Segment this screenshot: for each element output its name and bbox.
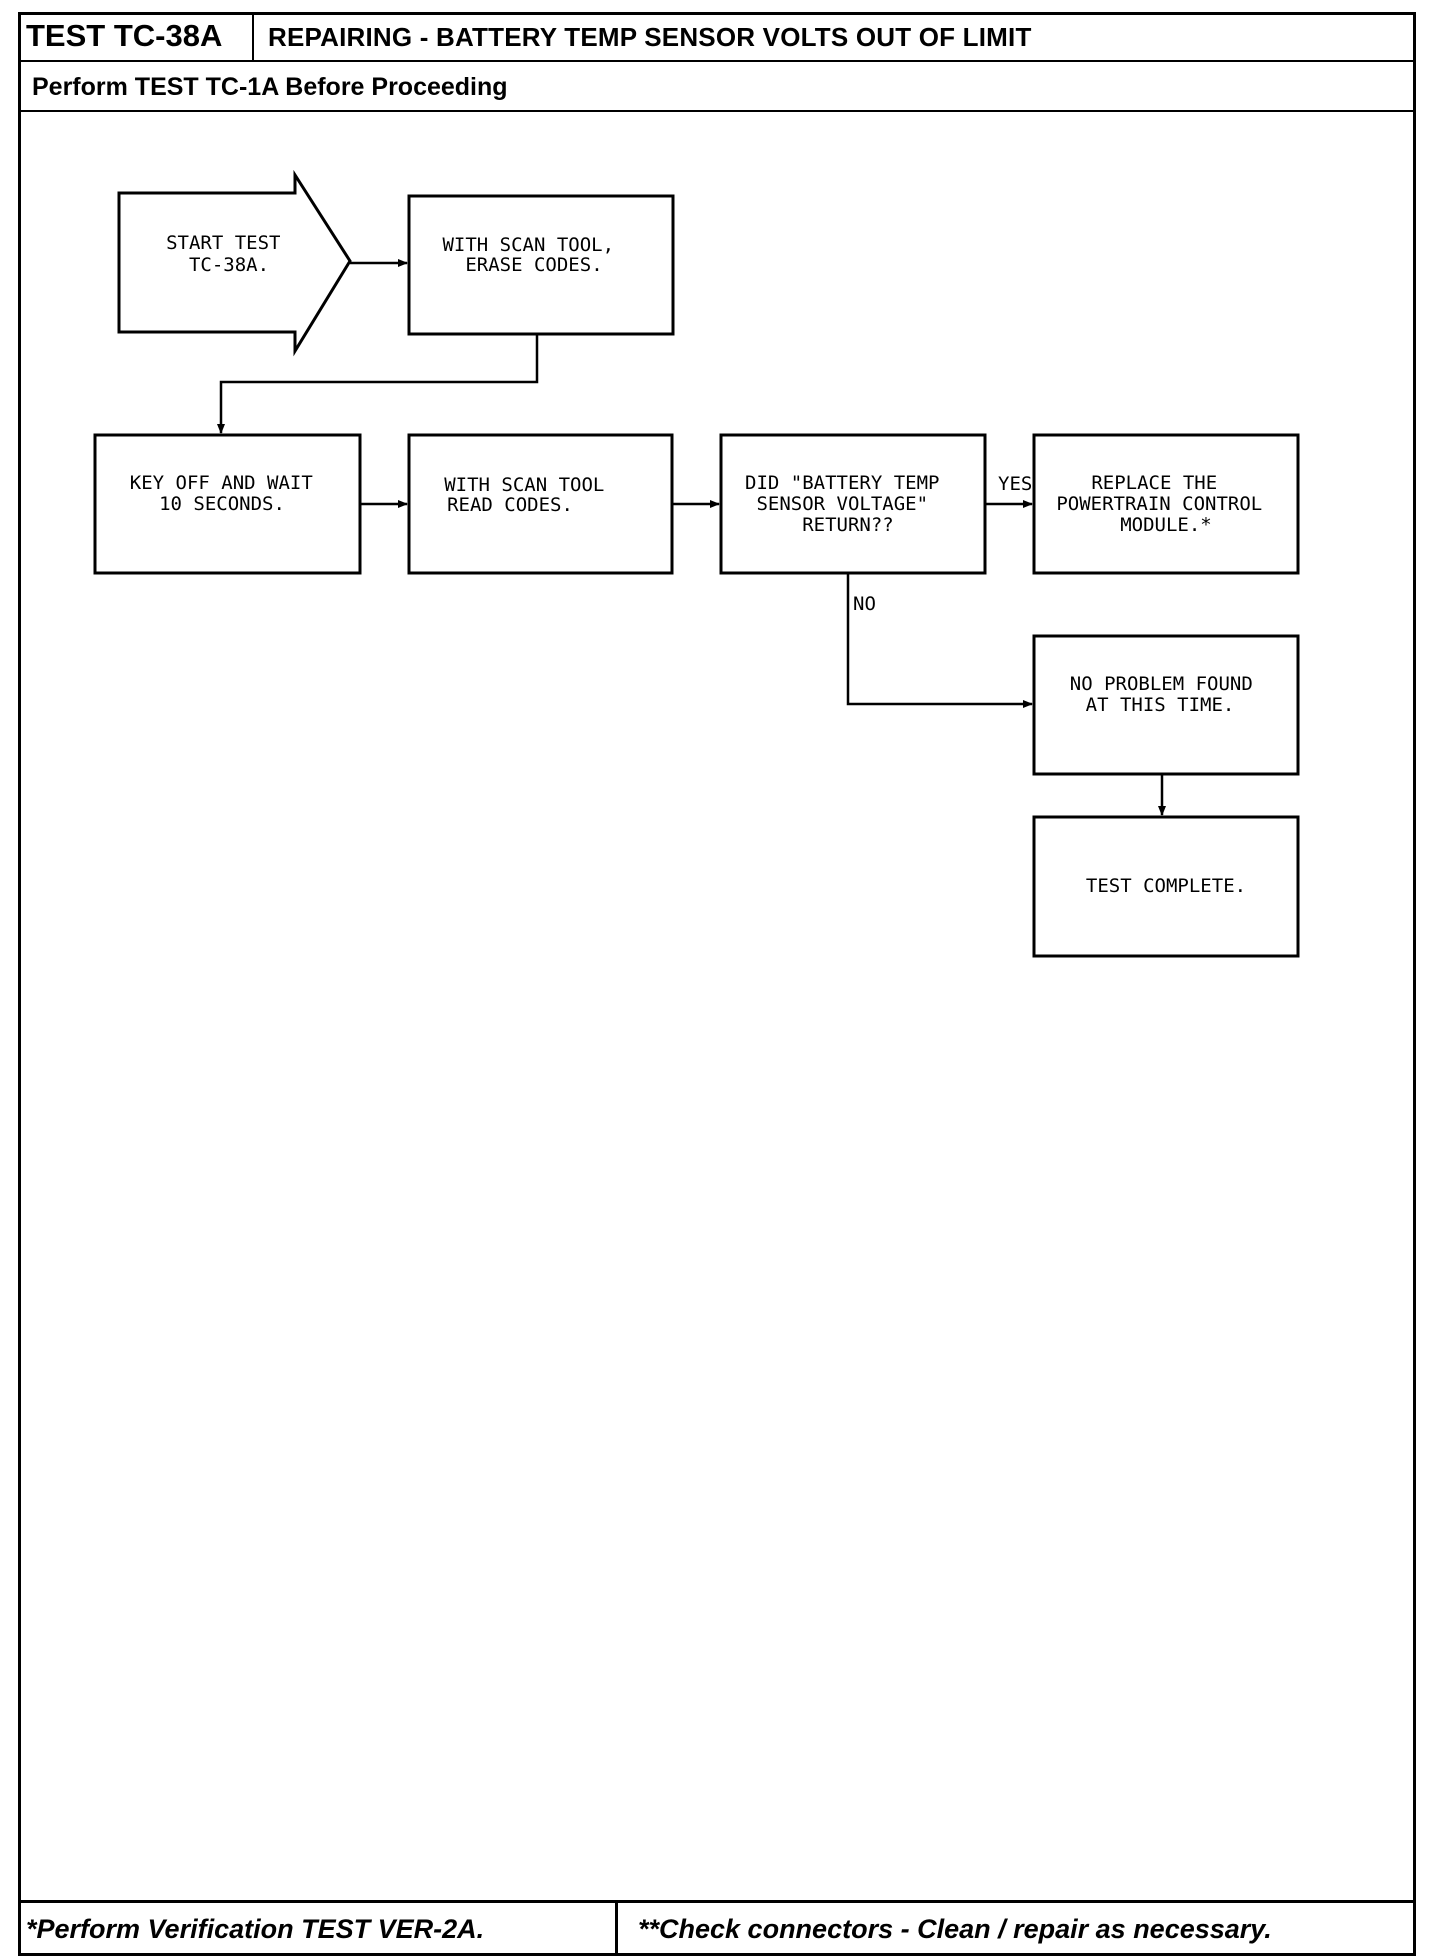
replace-pcm-line-1: REPLACE THE [1091, 472, 1217, 494]
read-codes-line-1: WITH SCAN TOOL [444, 474, 604, 496]
erase-codes-box [407, 194, 675, 336]
test-complete-label: TEST COMPLETE. [1086, 875, 1246, 897]
connector-erase-to-key-off [217, 334, 539, 434]
no-branch-label: NO [853, 593, 876, 615]
start-arrow-shape [117, 169, 352, 357]
connector-no-to-no-problem [846, 573, 1033, 708]
read-codes-box [407, 433, 674, 575]
no-problem-line-1: NO PROBLEM FOUND [1070, 673, 1253, 695]
decision-line-2: SENSOR VOLTAGE" [756, 493, 928, 515]
key-off-node: KEY OFF AND WAIT 10 SECONDS. [93, 433, 362, 575]
erase-codes-label: WITH SCAN TOOL, ERASE CODES. [442, 234, 625, 276]
key-off-line-2: 10 SECONDS. [159, 493, 285, 515]
decision-node: DID "BATTERY TEMP SENSOR VOLTAGE" RETURN… [719, 433, 987, 575]
page-title: REPAIRING - BATTERY TEMP SENSOR VOLTS OU… [268, 22, 1032, 52]
replace-pcm-line-2: POWERTRAIN CONTROL [1056, 493, 1262, 515]
read-codes-node: WITH SCAN TOOL READ CODES. [407, 433, 674, 575]
test-complete-line-1: TEST COMPLETE. [1086, 875, 1246, 897]
read-codes-label: WITH SCAN TOOL READ CODES. [444, 474, 616, 516]
start-label: START TEST TC-38A. [166, 232, 292, 276]
replace-pcm-box [1032, 433, 1300, 575]
replace-pcm-node: REPLACE THE POWERTRAIN CONTROL MODULE.* [1032, 433, 1300, 575]
header-row: TEST TC-38A REPAIRING - BATTERY TEMP SEN… [18, 12, 1416, 62]
start-label-line-1: START TEST [166, 232, 280, 254]
test-id: TEST TC-38A [18, 12, 254, 60]
key-off-box [93, 433, 362, 575]
test-complete-node: TEST COMPLETE. [1032, 815, 1300, 958]
no-problem-label: NO PROBLEM FOUND AT THIS TIME. [1070, 673, 1264, 716]
key-off-line-1: KEY OFF AND WAIT [130, 472, 313, 494]
start-node: START TEST TC-38A. [117, 169, 352, 357]
erase-codes-line-2: ERASE CODES. [465, 254, 602, 276]
decision-line-1: DID "BATTERY TEMP [745, 472, 939, 494]
erase-codes-node: WITH SCAN TOOL, ERASE CODES. [407, 194, 675, 336]
replace-pcm-label: REPLACE THE POWERTRAIN CONTROL MODULE.* [1056, 472, 1273, 536]
test-complete-box [1032, 815, 1300, 958]
yes-branch-label: YES [998, 473, 1032, 495]
decision-box [719, 433, 987, 575]
footer-row: *Perform Verification TEST VER-2A. **Che… [18, 1900, 1416, 1956]
verification-note: *Perform Verification TEST VER-2A. [18, 1903, 618, 1956]
decision-label: DID "BATTERY TEMP SENSOR VOLTAGE" RETURN… [745, 472, 951, 536]
connector-check-note: **Check connectors - Clean / repair as n… [638, 1914, 1272, 1944]
no-problem-line-2: AT THIS TIME. [1086, 694, 1235, 716]
no-problem-node: NO PROBLEM FOUND AT THIS TIME. [1032, 634, 1300, 776]
read-codes-line-2: READ CODES. [447, 494, 573, 516]
page-frame [18, 12, 1416, 1956]
replace-pcm-line-3: MODULE.* [1120, 514, 1212, 536]
decision-line-3: RETURN?? [802, 514, 894, 536]
key-off-label: KEY OFF AND WAIT 10 SECONDS. [130, 472, 324, 515]
subheader: Perform TEST TC-1A Before Proceeding [18, 62, 1416, 112]
start-label-line-2: TC-38A. [189, 254, 269, 276]
erase-codes-line-1: WITH SCAN TOOL, [442, 234, 614, 256]
prerequisite-note: Perform TEST TC-1A Before Proceeding [32, 73, 508, 101]
no-problem-box [1032, 634, 1300, 776]
